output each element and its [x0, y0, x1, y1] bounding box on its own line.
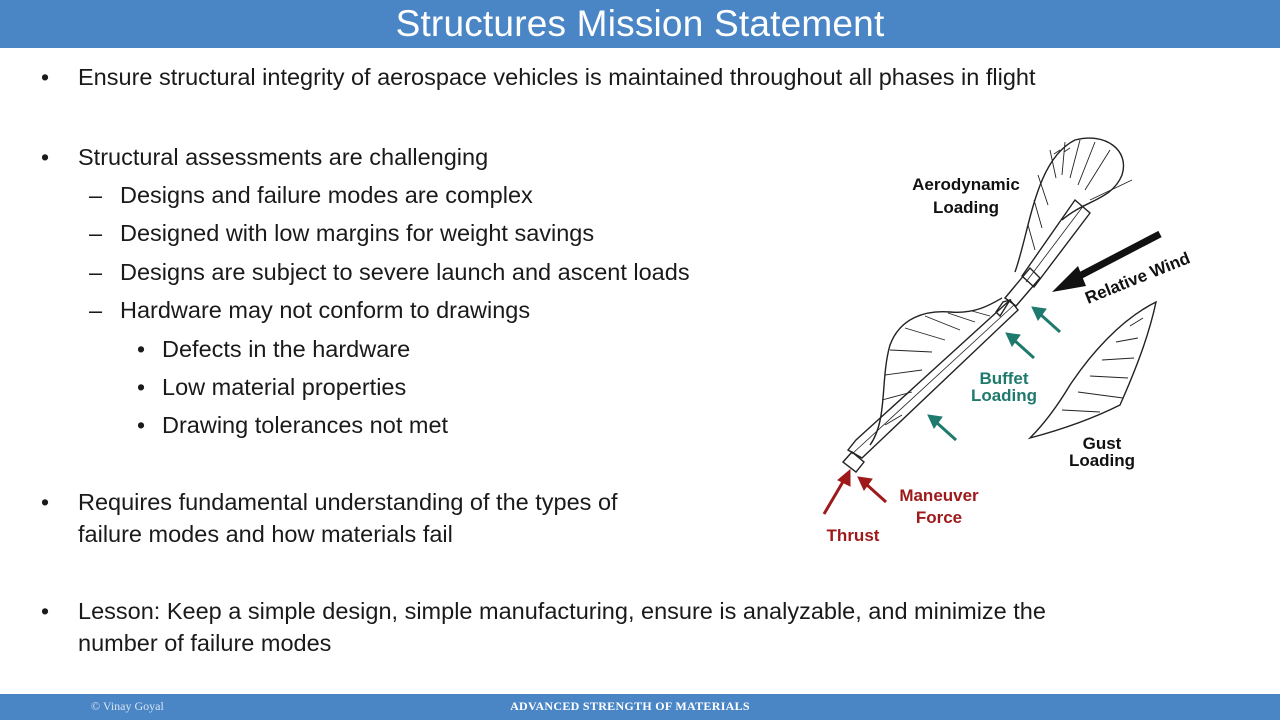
bullet-marker: • — [41, 489, 50, 515]
bullet-text: Lesson: Keep a simple design, simple man… — [78, 598, 1046, 624]
aerodynamic-label: Aerodynamic — [912, 175, 1020, 194]
maneuver-label: Force — [916, 508, 962, 527]
bullet-marker: • — [41, 598, 50, 624]
buffet-label: Buffet — [979, 369, 1028, 388]
footer-course-title: ADVANCED STRENGTH OF MATERIALS — [510, 699, 750, 713]
title-bar: Structures Mission Statement — [0, 0, 1280, 48]
aerodynamic-load-curve — [1014, 137, 1125, 273]
sub-sub-bullet-marker: • — [137, 374, 146, 400]
dash-marker: – — [89, 182, 103, 208]
sub-sub-bullet-text: Defects in the hardware — [162, 336, 411, 362]
aerodynamic-label: Loading — [933, 198, 999, 217]
maneuver-label: Maneuver — [899, 486, 979, 505]
sub-bullet-text: Designs and failure modes are complex — [120, 182, 533, 208]
gust-load-hatch — [1061, 317, 1144, 413]
sub-sub-bullet-text: Drawing tolerances not met — [162, 412, 449, 438]
bullet-marker: • — [41, 144, 50, 170]
bullet-marker: • — [41, 64, 50, 90]
footer-copyright: © Vinay Goyal — [91, 699, 164, 713]
lower-load-curve — [869, 297, 1003, 446]
bullet-text: number of failure modes — [78, 630, 332, 656]
gust-load-curve — [1027, 300, 1157, 440]
relative-wind-label: Relative Wind — [1082, 248, 1192, 307]
bullet-text: Requires fundamental understanding of th… — [78, 489, 618, 515]
gust-label: Gust — [1083, 434, 1122, 453]
bullet-text: Ensure structural integrity of aerospace… — [78, 64, 1036, 90]
sub-bullet-text: Designs are subject to severe launch and… — [120, 259, 690, 285]
buffet-arrows — [927, 306, 1062, 442]
thrust-label: Thrust — [827, 526, 880, 545]
rocket-loading-diagram: Aerodynamic Loading Relative Wind Buffet… — [822, 137, 1193, 545]
sub-sub-bullet-marker: • — [137, 336, 146, 362]
aerodynamic-load-hatch — [1027, 139, 1111, 251]
thrust-maneuver-arrows — [822, 468, 888, 515]
sub-bullet-text: Hardware may not conform to drawings — [120, 297, 531, 323]
rocket-body — [841, 179, 1133, 473]
bullet-text: Structural assessments are challenging — [78, 144, 489, 170]
slide-title: Structures Mission Statement — [395, 3, 885, 44]
footer-bar: © Vinay Goyal ADVANCED STRENGTH OF MATER… — [0, 694, 1280, 720]
dash-marker: – — [89, 297, 103, 323]
dash-marker: – — [89, 220, 103, 246]
bullet-text: failure modes and how materials fail — [78, 521, 453, 547]
sub-sub-bullet-marker: • — [137, 412, 146, 438]
sub-bullet-text: Designed with low margins for weight sav… — [120, 220, 595, 246]
relative-wind-arrow — [1052, 230, 1162, 292]
gust-label: Loading — [1069, 451, 1135, 470]
lower-load-hatch — [881, 310, 991, 426]
dash-marker: – — [89, 259, 103, 285]
buffet-label: Loading — [971, 386, 1037, 405]
sub-sub-bullet-text: Low material properties — [162, 374, 407, 400]
